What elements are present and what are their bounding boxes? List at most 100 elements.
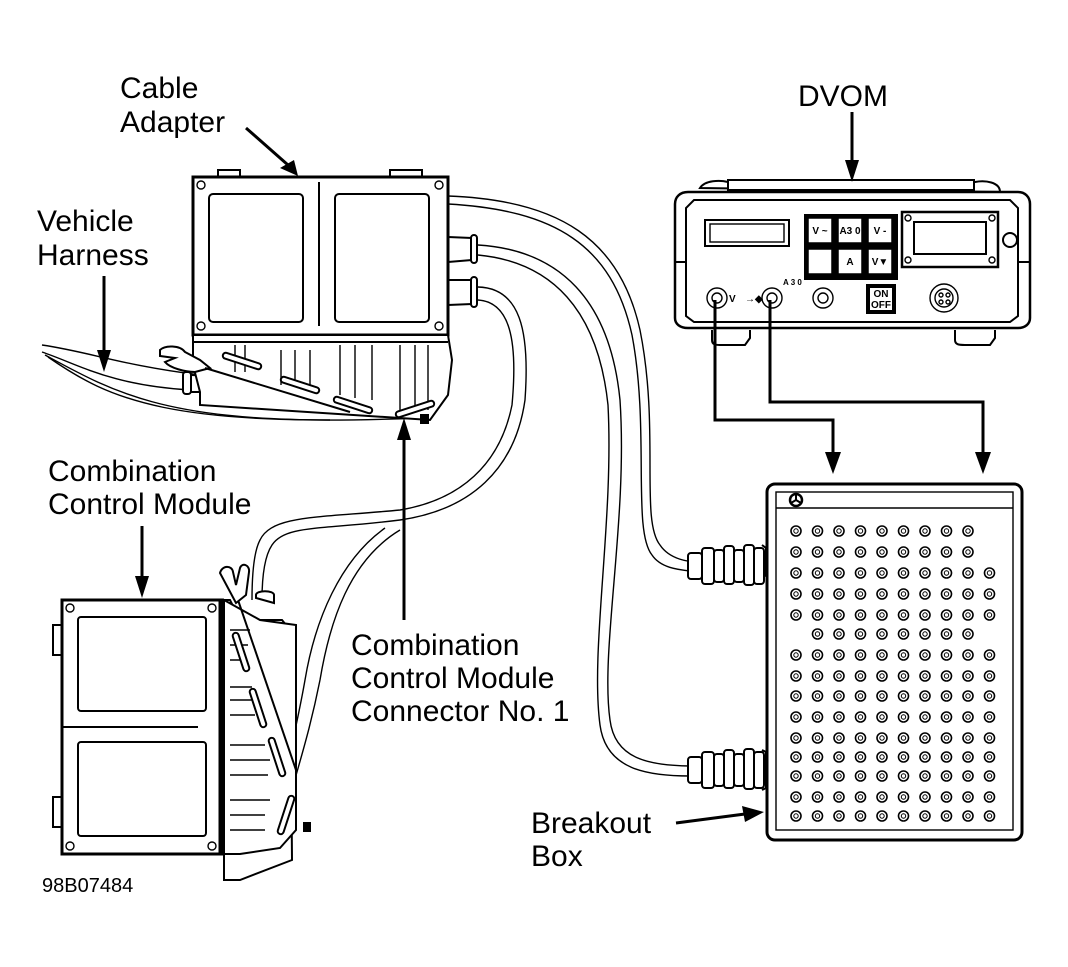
- breakout-pin-jack[interactable]: [790, 810, 802, 822]
- breakout-pin-jack[interactable]: [811, 546, 824, 558]
- breakout-pin-jack[interactable]: [940, 690, 953, 702]
- breakout-pin-jack[interactable]: [811, 770, 824, 782]
- breakout-pin-jack[interactable]: [940, 546, 953, 558]
- breakout-pin-jack[interactable]: [919, 609, 931, 621]
- breakout-pin-jack[interactable]: [854, 690, 867, 702]
- breakout-pin-jack[interactable]: [876, 567, 888, 579]
- breakout-pin-jack[interactable]: [897, 525, 910, 537]
- breakout-pin-jack[interactable]: [811, 732, 824, 744]
- breakout-pin-jack[interactable]: [897, 751, 910, 763]
- breakout-pin-jack[interactable]: [854, 770, 867, 782]
- breakout-pin-jack[interactable]: [962, 649, 974, 661]
- breakout-pin-jack[interactable]: [897, 690, 910, 702]
- breakout-pin-jack[interactable]: [811, 670, 824, 682]
- breakout-pin-jack[interactable]: [919, 628, 931, 640]
- breakout-pin-jack[interactable]: [962, 588, 974, 600]
- breakout-pin-jack[interactable]: [811, 690, 824, 702]
- breakout-pin-jack[interactable]: [854, 751, 867, 763]
- breakout-pin-jack[interactable]: [919, 732, 931, 744]
- breakout-pin-jack[interactable]: [833, 567, 845, 579]
- breakout-pin-jack[interactable]: [811, 567, 824, 579]
- breakout-pin-jack[interactable]: [811, 810, 824, 822]
- breakout-pin-jack[interactable]: [854, 567, 867, 579]
- breakout-pin-jack[interactable]: [854, 711, 867, 723]
- breakout-pin-jack[interactable]: [876, 711, 888, 723]
- breakout-pin-jack[interactable]: [833, 628, 845, 640]
- breakout-pin-jack[interactable]: [876, 588, 888, 600]
- breakout-pin-jack[interactable]: [854, 588, 867, 600]
- dvom-button[interactable]: [867, 248, 893, 275]
- breakout-pin-jack[interactable]: [790, 588, 802, 600]
- breakout-pin-jack[interactable]: [983, 732, 996, 744]
- breakout-pin-jack[interactable]: [854, 649, 867, 661]
- breakout-pin-jack[interactable]: [833, 670, 845, 682]
- breakout-pin-jack[interactable]: [983, 649, 996, 661]
- breakout-pin-jack[interactable]: [962, 628, 974, 640]
- breakout-pin-jack[interactable]: [790, 711, 802, 723]
- breakout-pin-jack[interactable]: [854, 609, 867, 621]
- breakout-pin-jack[interactable]: [811, 791, 824, 803]
- breakout-pin-jack[interactable]: [919, 649, 931, 661]
- breakout-pin-jack[interactable]: [919, 588, 931, 600]
- breakout-pin-jack[interactable]: [876, 770, 888, 782]
- dvom-button[interactable]: [807, 217, 833, 244]
- breakout-pin-jack[interactable]: [833, 690, 845, 702]
- breakout-pin-jack[interactable]: [790, 525, 802, 537]
- dvom-button[interactable]: [837, 217, 863, 244]
- breakout-pin-jack[interactable]: [854, 732, 867, 744]
- breakout-pin-jack[interactable]: [962, 690, 974, 702]
- breakout-pin-jack[interactable]: [876, 649, 888, 661]
- breakout-pin-jack[interactable]: [833, 791, 845, 803]
- breakout-pin-jack[interactable]: [940, 770, 953, 782]
- breakout-pin-jack[interactable]: [897, 791, 910, 803]
- breakout-pin-jack[interactable]: [854, 628, 867, 640]
- breakout-pin-jack[interactable]: [919, 810, 931, 822]
- breakout-pin-jack[interactable]: [876, 791, 888, 803]
- breakout-pin-jack[interactable]: [833, 711, 845, 723]
- breakout-pin-jack[interactable]: [962, 567, 974, 579]
- breakout-pin-jack[interactable]: [919, 751, 931, 763]
- breakout-pin-jack[interactable]: [854, 670, 867, 682]
- dvom-button[interactable]: [807, 248, 833, 275]
- breakout-pin-jack[interactable]: [940, 525, 953, 537]
- breakout-pin-jack[interactable]: [790, 670, 802, 682]
- breakout-pin-jack[interactable]: [919, 546, 931, 558]
- breakout-pin-jack[interactable]: [854, 525, 867, 537]
- breakout-pin-jack[interactable]: [897, 609, 910, 621]
- breakout-pin-jack[interactable]: [919, 770, 931, 782]
- breakout-pin-jack[interactable]: [811, 711, 824, 723]
- breakout-pin-jack[interactable]: [790, 770, 802, 782]
- breakout-pin-jack[interactable]: [919, 567, 931, 579]
- breakout-pin-jack[interactable]: [962, 732, 974, 744]
- breakout-pin-jack[interactable]: [876, 732, 888, 744]
- breakout-pin-jack[interactable]: [811, 588, 824, 600]
- breakout-pin-jack[interactable]: [876, 628, 888, 640]
- breakout-pin-jack[interactable]: [919, 690, 931, 702]
- breakout-pin-jack[interactable]: [940, 567, 953, 579]
- breakout-pin-jack[interactable]: [897, 732, 910, 744]
- breakout-pin-jack[interactable]: [790, 791, 802, 803]
- breakout-pin-jack[interactable]: [876, 525, 888, 537]
- breakout-pin-jack[interactable]: [897, 711, 910, 723]
- breakout-pin-jack[interactable]: [983, 711, 996, 723]
- breakout-pin-jack[interactable]: [962, 546, 974, 558]
- breakout-pin-jack[interactable]: [811, 609, 824, 621]
- breakout-pin-jack[interactable]: [983, 751, 996, 763]
- breakout-pin-jack[interactable]: [897, 546, 910, 558]
- breakout-pin-jack[interactable]: [854, 810, 867, 822]
- breakout-pin-jack[interactable]: [790, 751, 802, 763]
- breakout-pin-jack[interactable]: [940, 628, 953, 640]
- breakout-pin-jack[interactable]: [811, 628, 824, 640]
- breakout-pin-jack[interactable]: [940, 810, 953, 822]
- breakout-pin-jack[interactable]: [940, 751, 953, 763]
- breakout-pin-jack[interactable]: [790, 546, 802, 558]
- breakout-pin-jack[interactable]: [790, 649, 802, 661]
- breakout-pin-jack[interactable]: [962, 525, 974, 537]
- breakout-pin-jack[interactable]: [940, 791, 953, 803]
- breakout-pin-jack[interactable]: [962, 810, 974, 822]
- dvom-button[interactable]: [837, 248, 863, 275]
- breakout-pin-jack[interactable]: [811, 751, 824, 763]
- breakout-pin-jack[interactable]: [833, 732, 845, 744]
- breakout-pin-jack[interactable]: [790, 609, 802, 621]
- breakout-pin-jack[interactable]: [833, 525, 845, 537]
